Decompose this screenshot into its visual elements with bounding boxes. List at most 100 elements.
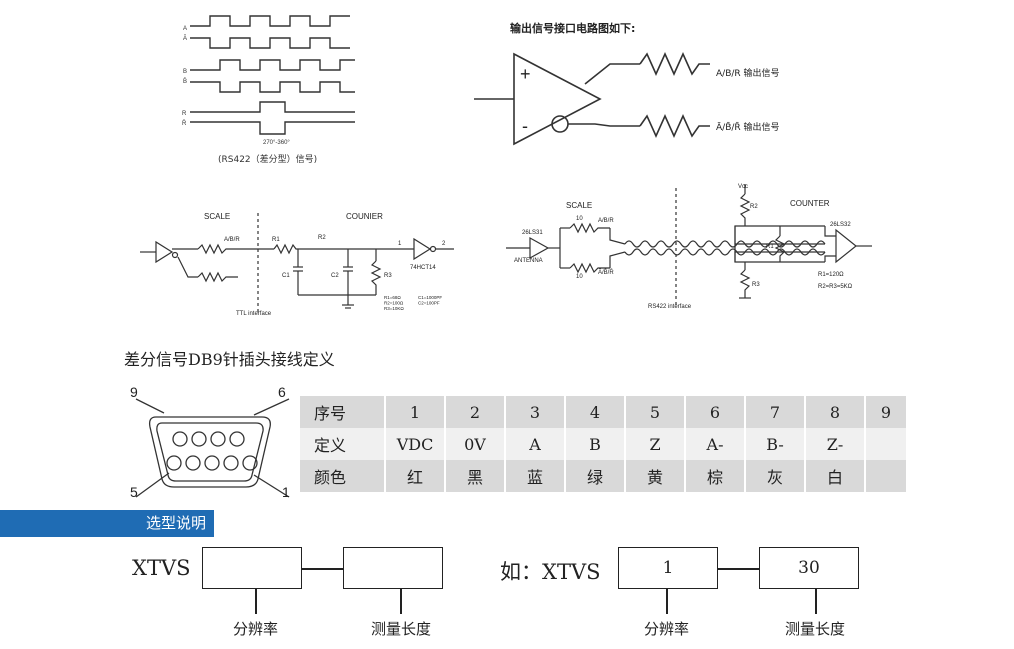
db9-label-tr: 6 <box>278 385 286 400</box>
example-length-box: 30 <box>759 547 859 589</box>
table-cell: Z- <box>806 428 864 460</box>
inverter-bubble <box>551 115 569 133</box>
label-b: B <box>183 69 187 75</box>
rs422-interface-label: RS422 interface <box>648 304 692 310</box>
row-head: 颜色 <box>300 460 384 492</box>
waveform-b <box>190 59 355 71</box>
rs422-r2-label: R2 <box>750 204 758 210</box>
length-pointer <box>400 589 402 614</box>
resistor-bottom <box>639 114 710 138</box>
model-code: XTVS <box>132 556 191 580</box>
ttl-r3-label: R3 <box>384 273 392 279</box>
table-row-definition: 定义 VDC 0V A B Z A- B- Z- <box>300 428 906 460</box>
table-cell: 8 <box>806 396 864 428</box>
label-a-bar: Ā <box>183 35 187 42</box>
rs422-abr-bar-label: Ā/B̄/R̄ <box>598 269 614 276</box>
rs422-abr-label: A/B/R <box>598 218 614 224</box>
rs422-r1-label: R1 <box>766 244 774 250</box>
rs422-antenna-label: ANTENNA <box>514 258 543 264</box>
table-cell: 绿 <box>566 460 624 492</box>
db9-connector-drawing: 9 6 5 1 <box>130 385 290 500</box>
waveform-r-bar <box>190 121 355 135</box>
label-a: A <box>183 26 187 32</box>
rs422-chip-left: 26LS31 <box>522 230 543 236</box>
table-cell: 灰 <box>746 460 804 492</box>
ttl-interface-label: TTL interface <box>236 311 272 317</box>
db9-pin-1 <box>242 455 258 471</box>
ttl-interface-circuit: SCALE COUNIER A/B/R R1 R2 C1 <box>140 212 454 317</box>
example-length-label: 测量长度 <box>785 620 846 638</box>
rs422-interface-circuit: SCALE COUNTER 26LS31 ANTENNA 10 10 <box>506 184 872 310</box>
label-r: R <box>182 111 187 117</box>
output-circuit-title: 输出信号接口电路图如下: <box>510 21 635 35</box>
table-cell: A <box>506 428 564 460</box>
ttl-abr-label: A/B/R <box>224 237 240 243</box>
table-cell: 棕 <box>686 460 744 492</box>
db9-pin-4 <box>185 455 201 471</box>
ttl-chip-label: 74HCT14 <box>410 265 436 271</box>
connector-line <box>302 568 344 570</box>
twisted-pair-cable <box>624 240 826 248</box>
output-top-label: A/B/R 输出信号 <box>716 67 780 79</box>
ttl-pin1-label: 1 <box>398 241 402 247</box>
phase-label: 270°-360° <box>263 140 290 146</box>
waveform-a-bar <box>190 37 350 49</box>
label-r-bar: R̄ <box>182 120 187 127</box>
example-resolution-value: 1 <box>662 558 674 578</box>
table-cell <box>866 428 906 460</box>
rs422-scale-label: SCALE <box>566 201 592 210</box>
ttl-c1-label: C1 <box>282 273 290 279</box>
waveform-b-bar <box>190 81 355 93</box>
rs422-vcc-label: Vcc <box>738 184 748 190</box>
table-cell: 蓝 <box>506 460 564 492</box>
db9-shell-outer <box>148 416 271 488</box>
output-interface-circuit: 输出信号接口电路图如下: + - A/B/R 输出信号 Ā/B̄/R̄ 输出信号 <box>474 21 780 146</box>
row-head: 序号 <box>300 396 384 428</box>
ttl-scale-label: SCALE <box>204 212 230 221</box>
ttl-pin2-label: 2 <box>442 241 446 247</box>
example-length-value: 30 <box>798 558 820 578</box>
table-cell: 9 <box>866 396 906 428</box>
db9-section-title: 差分信号DB9针插头接线定义 <box>124 350 335 369</box>
selection-section-bar: 选型说明 <box>0 510 214 537</box>
table-cell: 白 <box>806 460 864 492</box>
ttl-r2-label: R2 <box>318 235 326 241</box>
waveform-a <box>190 15 350 27</box>
resolution-pointer <box>255 589 257 614</box>
rs422-r-top-label: 10 <box>576 216 583 222</box>
table-cell: 7 <box>746 396 804 428</box>
db9-pin-7 <box>210 431 226 447</box>
waveform-r <box>190 101 355 113</box>
example-length-pointer <box>815 589 817 614</box>
example-resolution-label: 分辨率 <box>644 620 690 638</box>
db9-label-bl: 5 <box>130 484 138 500</box>
table-cell: 3 <box>506 396 564 428</box>
table-cell: B- <box>746 428 804 460</box>
table-cell: 黑 <box>446 460 504 492</box>
table-cell: 2 <box>446 396 504 428</box>
db9-pin-9 <box>172 431 188 447</box>
waveform-caption: (RS422（差分型）信号) <box>218 153 317 165</box>
rs422-r1-value: R1=120Ω <box>818 272 844 278</box>
example-resolution-pointer <box>666 589 668 614</box>
table-cell: B <box>566 428 624 460</box>
opamp-minus: - <box>522 116 528 136</box>
db9-pinout-table: 序号 1 2 3 4 5 6 7 8 9 定义 VDC 0V A B Z A- … <box>298 396 908 492</box>
db9-shell-inner <box>156 422 264 482</box>
resistor-top <box>639 52 710 76</box>
table-cell: Z <box>626 428 684 460</box>
table-cell: A- <box>686 428 744 460</box>
opamp-plus: + <box>520 64 531 84</box>
row-head: 定义 <box>300 428 384 460</box>
table-cell: VDC <box>386 428 444 460</box>
table-cell: 黄 <box>626 460 684 492</box>
table-cell: 4 <box>566 396 624 428</box>
rs422-r-bottom-label: 10 <box>576 274 583 280</box>
label-b-bar: B̄ <box>183 78 187 85</box>
db9-pin-8 <box>191 431 207 447</box>
output-bottom-label: Ā/B̄/R̄ 输出信号 <box>716 121 780 133</box>
ttl-r1-label: R1 <box>272 237 280 243</box>
db9-pin-5 <box>166 455 182 471</box>
